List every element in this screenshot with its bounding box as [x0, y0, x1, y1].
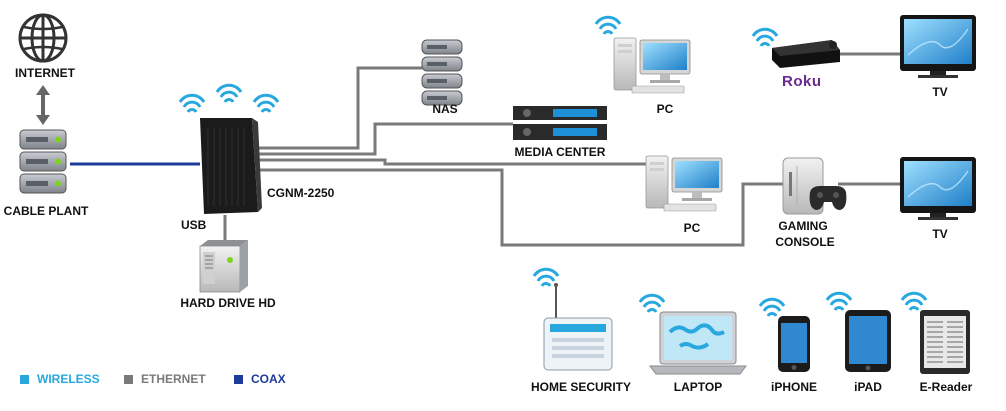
ipad-label: iPAD — [854, 380, 882, 394]
nas-label: NAS — [432, 102, 458, 116]
legend-ethernet: ETHERNET — [124, 372, 206, 386]
iphone-icon — [778, 316, 810, 372]
ereader-wifi-icon — [900, 291, 928, 312]
pc-mid-label: PC — [683, 221, 701, 235]
modem-label: CGNM-2250 — [267, 186, 335, 200]
iphone-label: iPHONE — [770, 380, 818, 394]
ethernet-line-pc — [258, 158, 650, 166]
pc-mid-icon — [645, 155, 723, 212]
legend-wireless-swatch — [20, 374, 29, 384]
roku-device-icon — [772, 40, 840, 68]
ereader-icon — [920, 310, 970, 374]
hard-drive-label: HARD DRIVE HD — [180, 296, 276, 310]
legend-coax: COAX — [234, 372, 286, 386]
nas-server-icon — [421, 39, 463, 106]
gaming-console-label-line2: CONSOLE — [775, 235, 835, 249]
legend-wireless: WIRELESS — [20, 372, 100, 386]
tv-mid-icon — [899, 156, 977, 221]
modem-wifi-icon — [178, 83, 280, 114]
hard-drive-icon — [199, 240, 248, 293]
legend-coax-label: COAX — [251, 372, 286, 386]
home-security-wifi-icon — [532, 267, 560, 288]
legend-coax-swatch — [234, 374, 243, 384]
home-security-panel-icon — [543, 283, 613, 371]
roku-logo: Roku — [782, 73, 822, 90]
internet-label: INTERNET — [15, 66, 75, 80]
tv-top-icon — [899, 14, 977, 79]
cable-plant-server-icon — [19, 129, 67, 194]
game-controller-icon — [809, 186, 847, 210]
pc-top-wifi-icon — [594, 15, 622, 36]
legend-ethernet-label: ETHERNET — [141, 372, 206, 386]
pc-top-label: PC — [656, 102, 674, 116]
bidirectional-arrow-icon — [36, 85, 50, 125]
laptop-wifi-icon — [638, 293, 666, 314]
ipad-icon — [845, 310, 891, 372]
usb-label: USB — [181, 218, 207, 232]
roku-wifi-icon — [751, 27, 779, 48]
ethernet-line-gaming — [258, 168, 783, 247]
laptop-icon — [649, 311, 747, 375]
pc-top-icon — [613, 37, 691, 94]
modem-icon — [200, 118, 262, 214]
ipad-wifi-icon — [825, 291, 853, 312]
ethernet-line-nas — [258, 66, 422, 150]
home-security-label: HOME SECURITY — [530, 380, 632, 394]
tv-top-label: TV — [932, 85, 948, 99]
laptop-label: LAPTOP — [673, 380, 723, 394]
ethernet-line-media-center — [258, 122, 513, 156]
media-center-label: MEDIA CENTER — [514, 145, 606, 159]
cable-plant-label: CABLE PLANT — [3, 204, 89, 218]
gaming-console-label-line1: GAMING — [778, 219, 828, 233]
tv-mid-label: TV — [932, 227, 948, 241]
media-center-icon — [513, 106, 607, 140]
legend-wireless-label: WIRELESS — [37, 372, 100, 386]
legend-ethernet-swatch — [124, 374, 133, 384]
iphone-wifi-icon — [758, 297, 786, 318]
ereader-label: E-Reader — [919, 380, 973, 394]
internet-globe-icon — [18, 13, 68, 63]
